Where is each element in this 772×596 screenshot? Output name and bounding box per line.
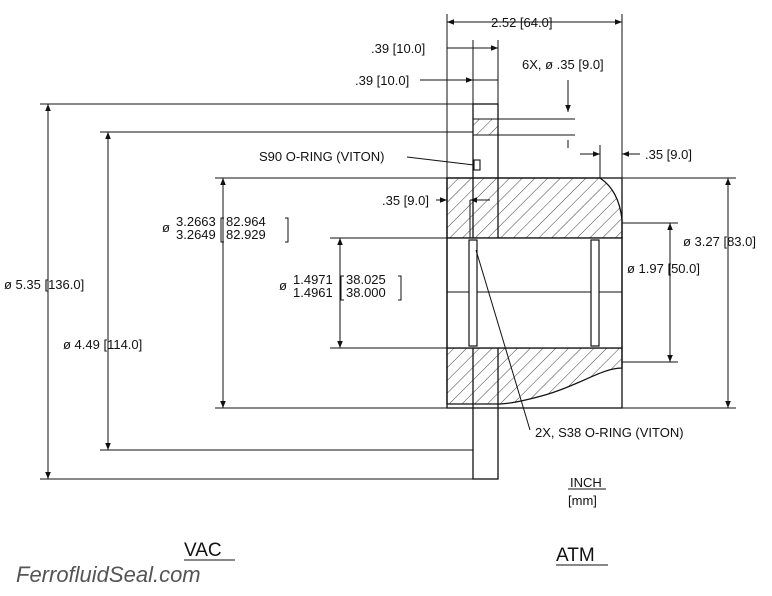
dim-pilot-mm-max: 82.964	[226, 214, 266, 229]
dim-bore-symbol: ø	[279, 278, 287, 293]
shaft-oring-2	[590, 239, 600, 347]
callout-face-oring: S90 O-RING (VITON)	[259, 149, 384, 164]
bracket-right	[285, 217, 289, 243]
dim-bore-in-max: 1.4971	[293, 272, 333, 287]
label-vac: VAC	[184, 540, 222, 561]
bracket-right-2	[398, 275, 402, 301]
label-atm: ATM	[556, 545, 595, 566]
side-labels: VAC ATM	[184, 540, 608, 566]
dim-pilot-mm-min: 82.929	[226, 227, 266, 242]
dim-vac-step: .35 [9.0]	[382, 193, 429, 208]
dim-bore-mm-min: 38.000	[346, 285, 386, 300]
dim-bolt-holes: 6X, ø .35 [9.0]	[522, 57, 604, 72]
callout-shaft-orings: 2X, S38 O-RING (VITON)	[535, 425, 684, 440]
dim-shaft-dia: ø 1.97 [50.0]	[627, 261, 700, 276]
dim-flange-od: ø 5.35 [136.0]	[4, 277, 84, 292]
housing-lower-section	[446, 347, 623, 405]
units-primary: INCH	[570, 475, 602, 490]
housing-upper-section	[446, 177, 623, 239]
shaft-oring-1	[468, 239, 478, 347]
dim-pilot-in-max: 3.2663	[176, 214, 216, 229]
dimension-lines	[40, 14, 736, 490]
dimension-text: 2.52 [64.0] .39 [10.0] .39 [10.0] 6X, ø …	[4, 15, 756, 508]
watermark: FerrofluidSeal.com	[16, 562, 201, 587]
dim-pilot-in-min: 3.2649	[176, 227, 216, 242]
dim-housing-od: ø 3.27 [83.0]	[683, 234, 756, 249]
dim-atm-step: .35 [9.0]	[645, 147, 692, 162]
feedthrough-section	[446, 103, 623, 480]
units-secondary: [mm]	[568, 493, 597, 508]
bracket-left	[220, 217, 224, 243]
dim-flange-thickness-mid: .39 [10.0]	[355, 73, 409, 88]
dim-flange-thickness-top: .39 [10.0]	[371, 41, 425, 56]
dim-bore-in-min: 1.4961	[293, 285, 333, 300]
face-oring	[473, 159, 481, 171]
dim-bore-mm-max: 38.025	[346, 272, 386, 287]
dim-bolt-circle: ø 4.49 [114.0]	[63, 337, 142, 352]
dim-overall-length: 2.52 [64.0]	[491, 15, 552, 30]
bolt-hole-section	[472, 118, 499, 136]
dim-pilot-symbol: ø	[162, 220, 170, 235]
bracket-left-2	[340, 275, 344, 301]
